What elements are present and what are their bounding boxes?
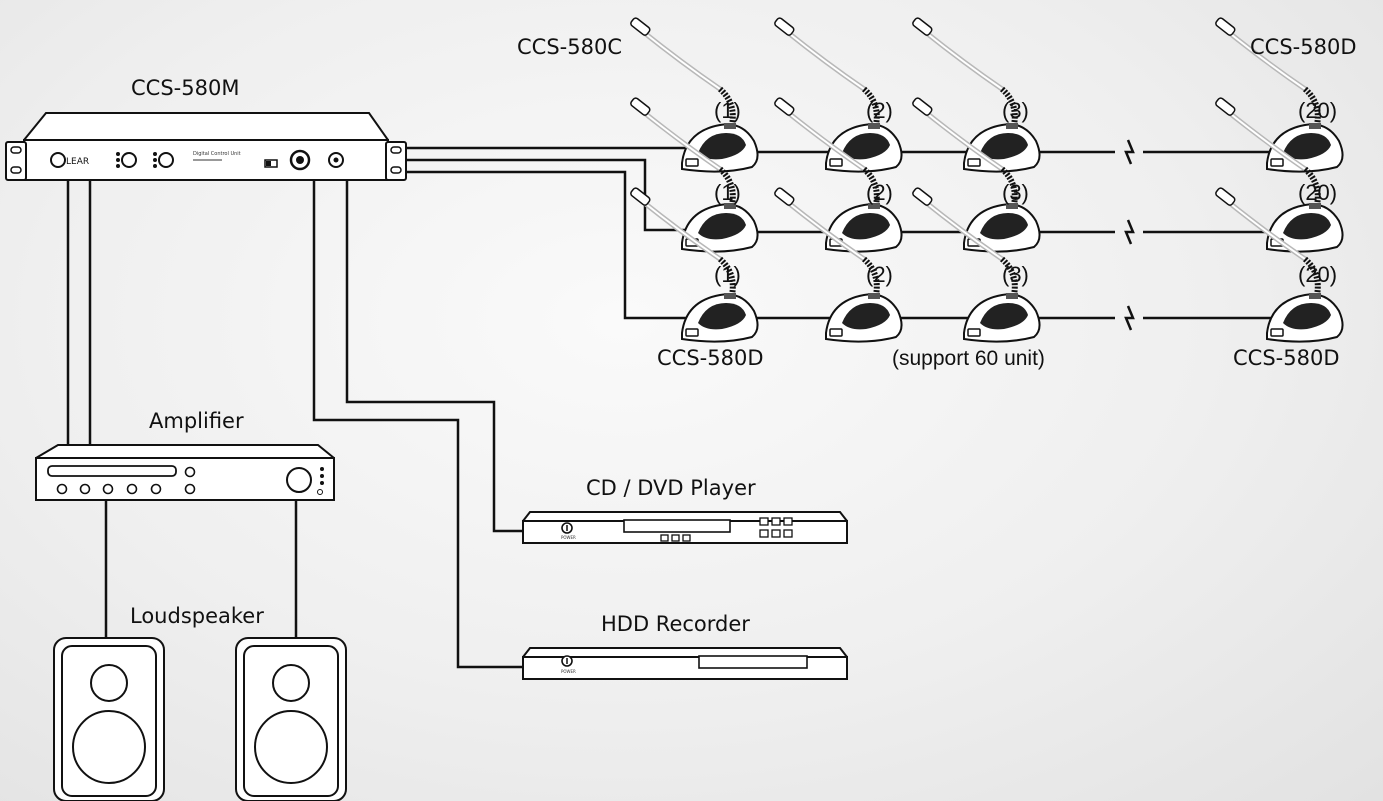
- amplifier-device: [35, 444, 335, 501]
- mic-number-row3-1: (1): [714, 262, 741, 287]
- loudspeaker-label: Loudspeaker: [130, 604, 264, 628]
- bottom-left-mic-label: CCS-580D: [657, 346, 764, 370]
- mic-number-row3-3: (3): [1002, 262, 1029, 287]
- hdd-recorder-device: POWER: [522, 647, 848, 680]
- loudspeaker-left: [53, 637, 165, 801]
- support-note: (support 60 unit): [892, 347, 1045, 370]
- bottom-right-mic-label: CCS-580D: [1233, 346, 1340, 370]
- controller-label: CCS-580M: [131, 76, 240, 100]
- mic-number-row2-3: (3): [1002, 180, 1029, 205]
- cd-dvd-power-label: POWER: [561, 535, 576, 540]
- mic-number-row2-2: (2): [866, 180, 893, 205]
- mic-number-row3-2: (2): [866, 262, 893, 287]
- mic-number-row2-1: (1): [714, 180, 741, 205]
- mic-number-row1-20: (20): [1298, 98, 1338, 123]
- top-right-mic-label: CCS-580D: [1250, 35, 1357, 59]
- cables: [66, 139, 1273, 669]
- hdd-power-label: POWER: [561, 669, 576, 674]
- mic-number-row1-1: (1): [714, 98, 741, 123]
- amplifier-label: Amplifier: [149, 409, 244, 433]
- chairman-mic-label: CCS-580C: [517, 35, 622, 59]
- controller-panel-title: Digital Control Unit: [193, 151, 241, 157]
- controller-logo: LEAR: [66, 157, 89, 167]
- mic-number-row1-2: (2): [866, 98, 893, 123]
- cd-dvd-label: CD / DVD Player: [586, 476, 756, 500]
- controller-ccs580m: LEAR Digital Control Unit: [5, 112, 407, 181]
- loudspeaker-right: [235, 637, 347, 801]
- mic-number-row3-20: (20): [1298, 262, 1338, 287]
- mic-number-row1-3: (3): [1002, 98, 1029, 123]
- hdd-label: HDD Recorder: [601, 612, 750, 636]
- mic-number-row2-20: (20): [1298, 180, 1338, 205]
- cd-dvd-device: POWER: [522, 511, 848, 544]
